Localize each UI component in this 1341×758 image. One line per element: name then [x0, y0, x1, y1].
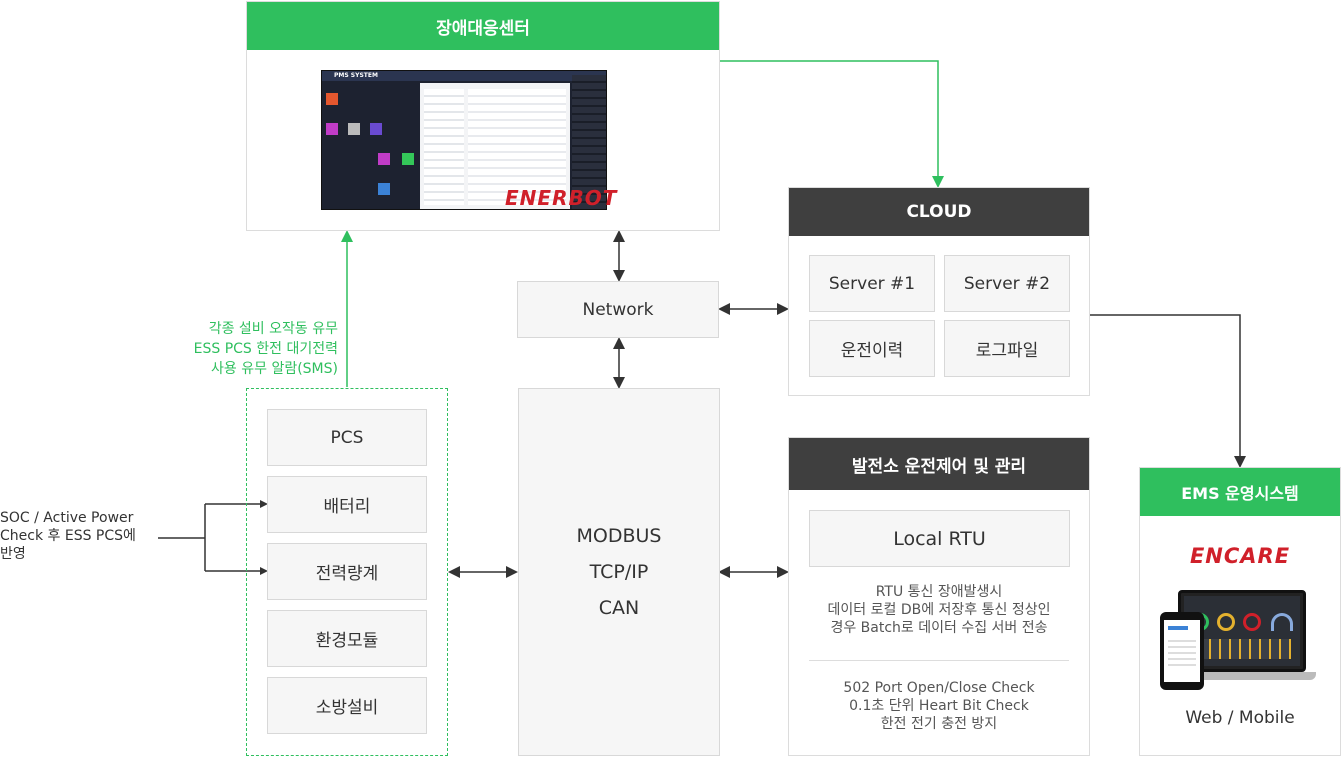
network-box: Network [517, 281, 719, 338]
protocol-box: MODBUS TCP/IP CAN [518, 388, 720, 756]
soc-note-line: Check 후 ESS PCS에 [0, 528, 136, 544]
ems-panel: EMS 운영시스템 ENCARE Web / Mobile [1139, 467, 1341, 756]
arrow-cloud-ems [1090, 314, 1246, 468]
failure-center-title: 장애대응센터 [247, 2, 719, 50]
plant-desc-line: 한전 전기 충전 방지 [880, 716, 998, 732]
soc-note-line: 반영 [0, 546, 26, 562]
alarm-note: 각종 설비 오작동 유무 ESS PCS 한전 대기전력 사용 유무 알람(SM… [140, 319, 338, 379]
arrow-center-to-cloud [720, 60, 944, 188]
device-power-meter: 전력량계 [267, 543, 427, 600]
phone-icon [1160, 612, 1204, 690]
laptop-base [1168, 672, 1316, 680]
device-env-module: 환경모듈 [267, 610, 427, 667]
network-label: Network [582, 299, 654, 320]
plant-title: 발전소 운전제어 및 관리 [789, 438, 1089, 490]
plant-desc-line: 데이터 로컬 DB에 저장후 통신 정상인 [827, 602, 1051, 618]
failure-center-panel: 장애대응센터 PMS SYSTEM ENERBOT [246, 1, 720, 231]
alarm-note-line: 사용 유무 알람(SMS) [211, 361, 338, 377]
plant-desc-line: 502 Port Open/Close Check [843, 680, 1035, 696]
pms-screenshot: PMS SYSTEM [321, 70, 607, 210]
device-battery: 배터리 [267, 476, 427, 533]
ems-title: EMS 운영시스템 [1140, 468, 1340, 516]
enerbot-logo: ENERBOT [505, 186, 618, 210]
protocol-line: TCP/IP [589, 561, 649, 583]
operation-history-box: 운전이력 [809, 320, 935, 377]
plant-desc-line: 0.1초 단위 Heart Bit Check [849, 698, 1029, 714]
protocol-line: CAN [598, 597, 640, 619]
soc-note-line: SOC / Active Power [0, 510, 134, 526]
devices-group: PCS 배터리 전력량계 환경모듈 소방설비 [246, 388, 448, 756]
device-pcs: PCS [267, 409, 427, 466]
alarm-note-line: ESS PCS 한전 대기전력 [193, 341, 338, 357]
server-1-box: Server #1 [809, 255, 935, 312]
protocol-line: MODBUS [576, 525, 662, 547]
plant-desc-line: 경우 Batch로 데이터 수집 서버 전송 [830, 620, 1048, 636]
plant-desc-1: RTU 통신 장애발생시 데이터 로컬 DB에 저장후 통신 정상인 경우 Ba… [789, 583, 1089, 637]
encare-logo: ENCARE [1189, 544, 1291, 568]
ems-caption: Web / Mobile [1185, 708, 1295, 728]
soc-note: SOC / Active Power Check 후 ESS PCS에 반영 [0, 509, 158, 563]
log-file-box: 로그파일 [944, 320, 1070, 377]
plant-panel: 발전소 운전제어 및 관리 Local RTU RTU 통신 장애발생시 데이터… [788, 437, 1090, 756]
local-rtu-box: Local RTU [809, 510, 1070, 567]
plant-desc-line: RTU 통신 장애발생시 [875, 584, 1003, 600]
plant-divider [809, 660, 1069, 661]
soc-bracket [158, 503, 262, 572]
plant-desc-2: 502 Port Open/Close Check 0.1초 단위 Heart … [789, 679, 1089, 733]
device-fire-equipment: 소방설비 [267, 677, 427, 734]
alarm-note-line: 각종 설비 오작동 유무 [208, 321, 338, 337]
server-2-box: Server #2 [944, 255, 1070, 312]
screenshot-title: PMS SYSTEM [334, 72, 378, 79]
cloud-panel: CLOUD Server #1 Server #2 운전이력 로그파일 [788, 187, 1090, 396]
cloud-title: CLOUD [789, 188, 1089, 236]
